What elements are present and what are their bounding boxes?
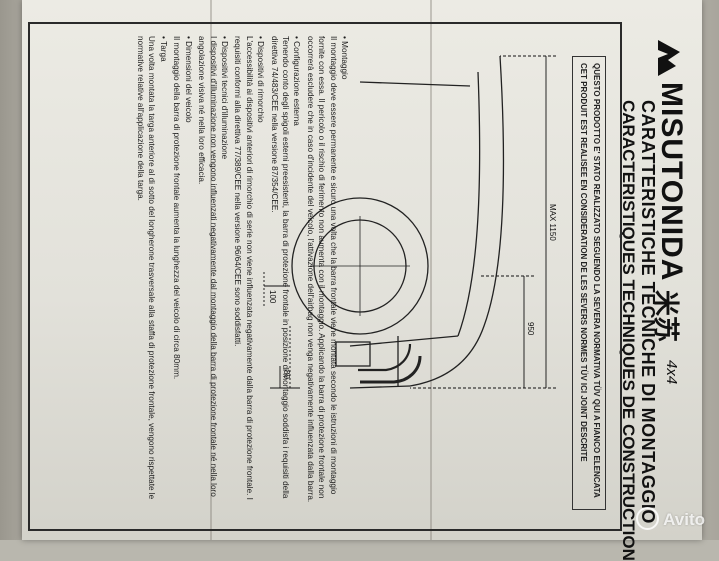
compliance-strip: QUESTO PRODOTTO E' STATO REALIZZATO SEGU… [572,56,606,510]
section-paragraph: Il montaggio deve essere permanente e si… [305,36,338,503]
section-heading: Configurazione esterna [291,36,302,516]
rotated-document: MISUTONIDA 米苏 4x4 CARATTERISTICHE TECNIC… [22,0,702,561]
compliance-line-italian: QUESTO PRODOTTO E' STATO REALIZZATO SEGU… [592,63,601,498]
section-heading: Dimensioni del veicolo [182,36,193,516]
title-italian: CARATTERISTICHE TECNICHE DI MONTAGGIO [638,100,658,524]
paper-crease [210,0,212,540]
brand-suffix: 4x4 [663,360,680,385]
watermark-text: Avito [663,510,705,529]
section-paragraph: I dispositivi d'illuminazione non vengon… [197,36,218,497]
section-heading: Dispositivi tecnici d'illuminazione [219,36,230,516]
dimension-100-label: 100 [268,290,277,304]
technical-drawing: MAX 1150 950 100 80 [240,36,570,516]
brand-name: MISUTONIDA [655,82,688,282]
vehicle-outline [409,55,505,387]
brand-mountain-logo-icon [658,40,680,76]
dimension-950-label: 950 [526,322,535,336]
section-paragraph: Tenendo conto degli spigoli esterni pree… [269,36,290,499]
section-paragraph: Una volta montata la targa anteriore al … [136,36,157,500]
section-heading: Targa [158,36,169,516]
dimension-80-label: 80 [282,370,291,379]
bullbar-dimension-drawing: MAX 1150 950 100 80 [263,55,557,389]
compliance-line-french: CET PRODUIT EST REALISEE EN CONSIDERATIO… [579,63,588,462]
section-heading: Dispositivi di rimorchio [255,36,266,516]
technical-text: Montaggio Il montaggio deve essere perma… [52,36,352,516]
brand-row: MISUTONIDA 米苏 4x4 [648,40,688,520]
dimension-max-label: MAX 1150 [548,204,557,241]
section-heading: Montaggio [339,36,350,516]
section-paragraph: L'accessibilità ai dispositivi anteriori… [233,36,254,500]
section-paragraph: Il montaggio della barra di protezione f… [172,36,182,380]
avito-logo-icon [636,507,660,530]
instruction-sheet: MISUTONIDA 米苏 4x4 CARATTERISTICHE TECNIC… [22,0,702,561]
paper-crease [430,0,432,540]
avito-watermark: Avito [636,507,705,530]
